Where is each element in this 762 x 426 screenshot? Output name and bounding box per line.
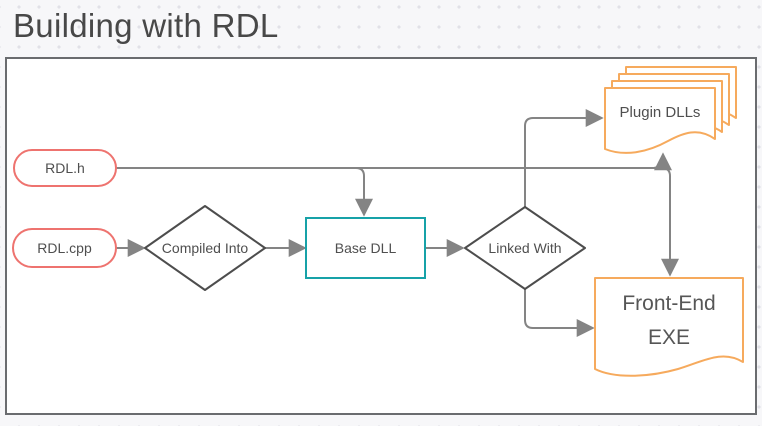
compiled-into-node[interactable]	[144, 205, 266, 291]
edge-linkedwith-to-plugindlls[interactable]	[524, 109, 604, 207]
front-end-exe-node[interactable]	[594, 277, 744, 377]
edge-rdlh-to-plugindlls[interactable]	[653, 152, 672, 171]
page-title: Building with RDL	[13, 7, 279, 44]
edge-linkedwith-to-frontendexe[interactable]	[524, 289, 595, 337]
rdl-h-node[interactable]	[13, 149, 117, 187]
linked-with-node[interactable]	[464, 206, 586, 290]
edge-rdlh-to-basedll[interactable]	[355, 167, 373, 217]
base-dll-node[interactable]	[305, 217, 426, 279]
rdl-cpp-node[interactable]	[12, 228, 117, 268]
plugin-dlls-node[interactable]	[604, 87, 716, 154]
